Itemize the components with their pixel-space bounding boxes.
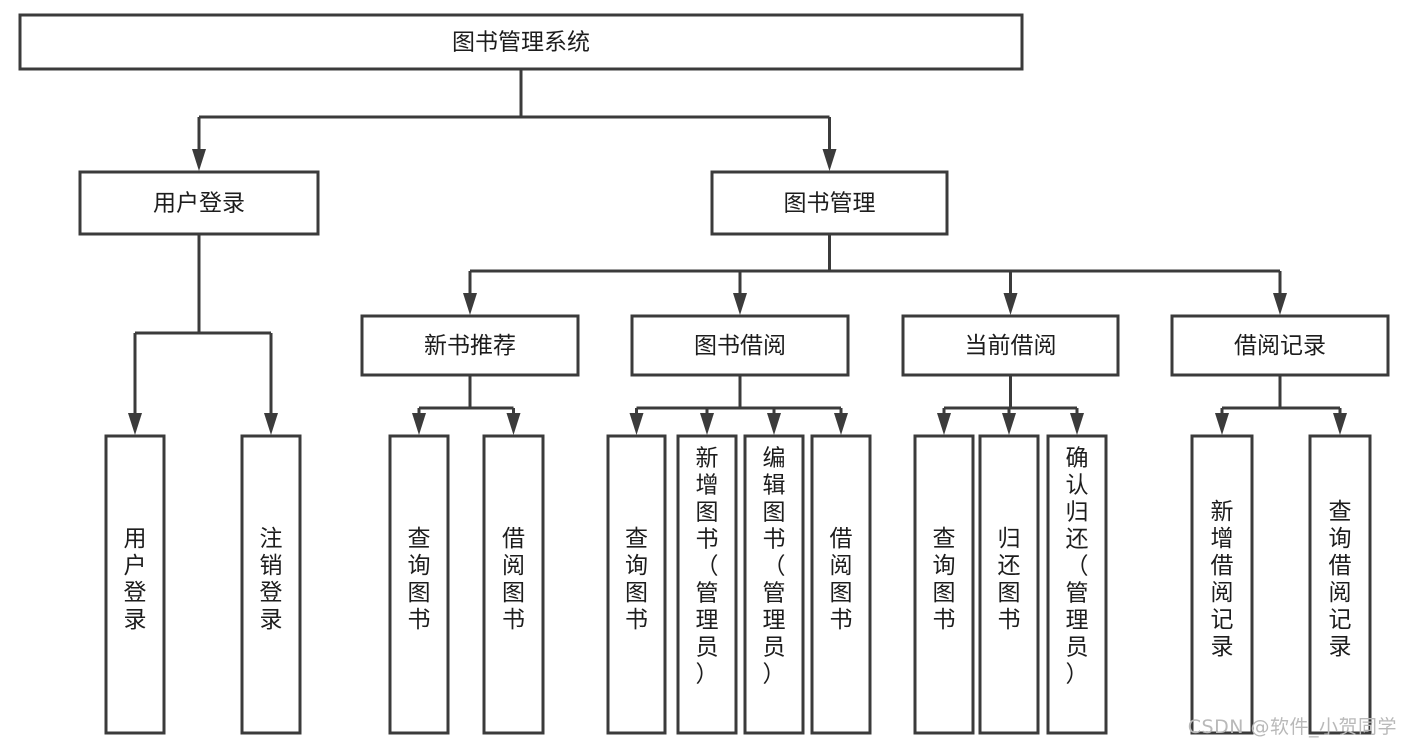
node-box [482,434,545,735]
edge-arrow-icon [700,413,714,435]
node-label: 用户登录 [153,191,245,217]
edge-arrow-icon [1002,413,1016,435]
node-label: 当前借阅 [965,333,1057,359]
node-l4_10[interactable]: 确认归还（管理员） [1046,434,1108,735]
edge-arrow-icon [1273,293,1287,315]
node-l4_11[interactable]: 新增借阅记录 [1190,434,1254,735]
node-l3_1[interactable]: 图书借阅 [630,314,850,377]
node-l2_1[interactable]: 图书管理 [710,170,949,236]
edge-arrow-icon [1003,293,1018,315]
edge-arrow-icon [506,413,521,435]
node-l4_9[interactable]: 归还图书 [978,434,1040,735]
edge-arrow-icon [1215,413,1229,435]
node-label: 借阅图书 [830,526,853,633]
node-label: 查询图书 [933,526,956,633]
node-label: 查询图书 [625,526,648,633]
node-box [710,170,949,236]
node-label: 查询图书 [408,526,431,633]
node-box [78,170,320,236]
node-box [606,434,667,735]
node-box [630,314,850,377]
edge-arrow-icon [822,149,837,171]
node-box [360,314,580,377]
node-l2_0[interactable]: 用户登录 [78,170,320,236]
node-label: 借阅记录 [1234,333,1326,359]
node-label: 图书管理 [784,191,876,217]
node-box [18,13,1024,71]
node-l4_4[interactable]: 查询图书 [606,434,667,735]
node-label: 新增借阅记录 [1211,499,1234,660]
node-label: 借阅图书 [502,526,525,633]
node-label: 编辑图书（管理员） [763,446,786,688]
node-l4_5[interactable]: 新增图书（管理员） [676,434,738,735]
node-l4_3[interactable]: 借阅图书 [482,434,545,735]
node-box [240,434,302,735]
node-l4_1[interactable]: 注销登录 [240,434,302,735]
node-l3_0[interactable]: 新书推荐 [360,314,580,377]
node-label: 图书管理系统 [452,30,590,56]
edge-arrow-icon [1333,413,1347,435]
node-l4_0[interactable]: 用户登录 [104,434,166,735]
node-box [901,314,1120,377]
node-l3_2[interactable]: 当前借阅 [901,314,1120,377]
node-box [676,434,738,735]
node-l4_2[interactable]: 查询图书 [388,434,450,735]
edge-arrow-icon [1070,413,1084,435]
node-box [743,434,805,735]
node-label: 确认归还（管理员） [1066,446,1089,688]
node-label: 新增图书（管理员） [696,446,719,688]
edge-arrow-icon [192,149,206,171]
node-box [1190,434,1254,735]
node-l4_12[interactable]: 查询借阅记录 [1308,434,1372,735]
edge-arrow-icon [937,413,951,435]
node-label: 查询借阅记录 [1329,499,1352,660]
node-l3_3[interactable]: 借阅记录 [1170,314,1390,377]
edges-layer [128,69,1347,435]
node-label: 新书推荐 [424,333,516,359]
edge-arrow-icon [463,293,477,315]
edge-arrow-icon [128,413,142,435]
edge-arrow-icon [767,413,781,435]
node-box [978,434,1040,735]
edge-arrow-icon [264,413,278,435]
node-l4_8[interactable]: 查询图书 [913,434,975,735]
node-label: 图书借阅 [694,333,786,359]
node-box [1046,434,1108,735]
node-label: 归还图书 [998,526,1021,633]
node-root[interactable]: 图书管理系统 [18,13,1024,71]
watermark-text: CSDN @软件_小贺同学 [1187,716,1397,738]
node-box [388,434,450,735]
edge-arrow-icon [834,413,848,435]
node-l4_6[interactable]: 编辑图书（管理员） [743,434,805,735]
node-l4_7[interactable]: 借阅图书 [810,434,872,735]
node-box [1308,434,1372,735]
node-box [810,434,872,735]
node-label: 用户登录 [124,526,147,633]
edge-arrow-icon [733,293,747,315]
nodes-layer: 图书管理系统用户登录图书管理新书推荐图书借阅当前借阅借阅记录用户登录注销登录查询… [18,13,1390,735]
node-box [1170,314,1390,377]
node-box [913,434,975,735]
edge-arrow-icon [412,413,426,435]
node-box [104,434,166,735]
node-label: 注销登录 [260,526,283,633]
edge-arrow-icon [629,413,644,435]
